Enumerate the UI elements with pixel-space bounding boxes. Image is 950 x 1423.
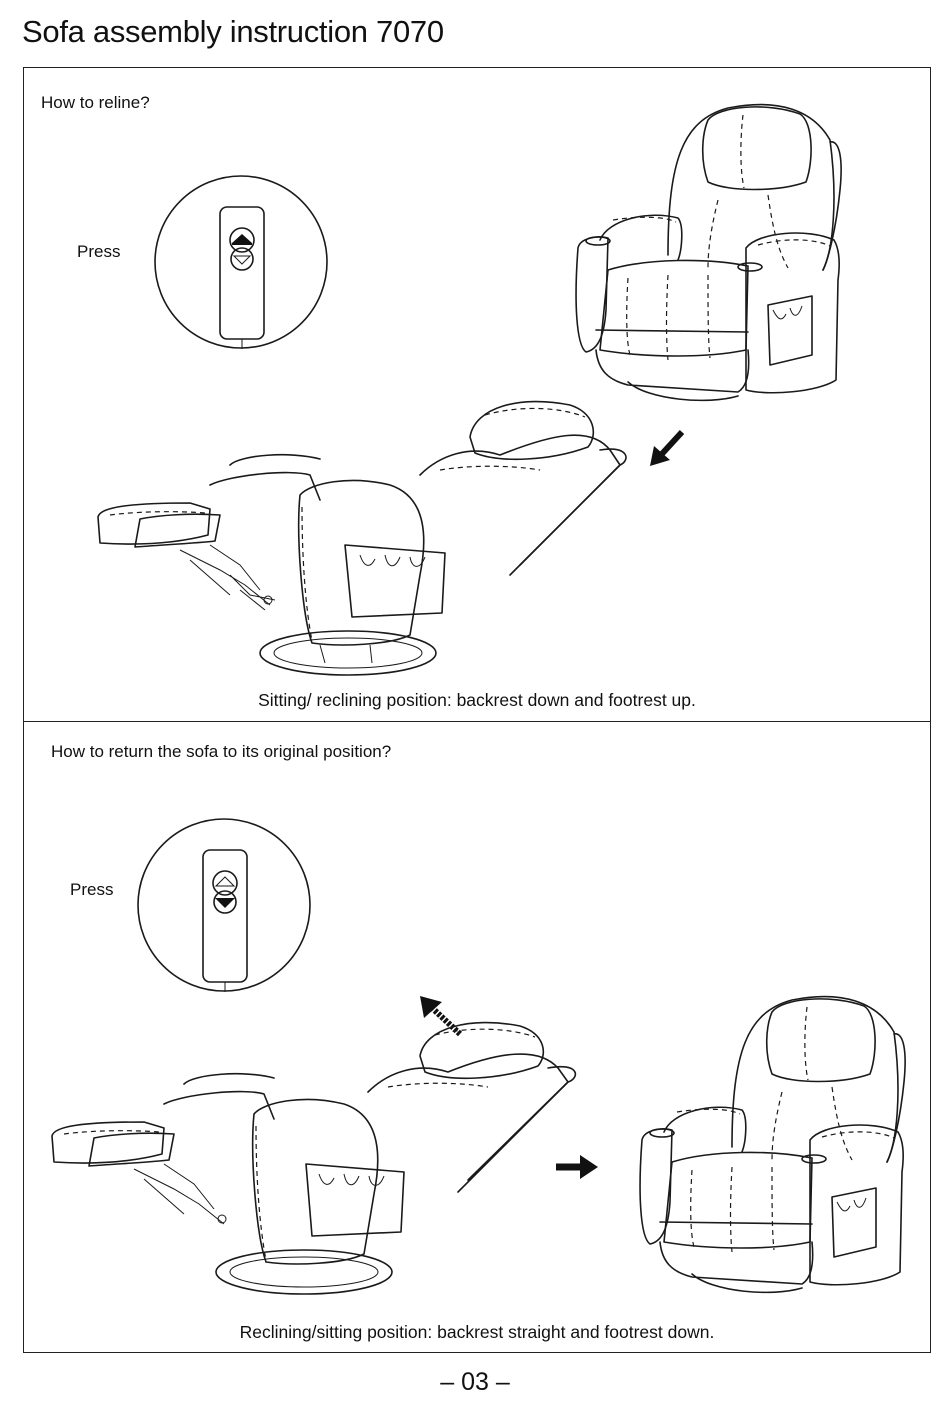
upright-recliner-illustration <box>568 100 848 410</box>
arrow-down-left-icon <box>648 428 688 470</box>
reclined-recliner-illustration <box>90 395 630 685</box>
section2-heading: How to return the sofa to its original p… <box>51 742 391 762</box>
remote-control-icon <box>135 816 313 994</box>
page-title: Sofa assembly instruction 7070 <box>22 14 444 50</box>
section2-press-label: Press <box>70 880 113 900</box>
section1-heading: How to reline? <box>41 93 150 113</box>
page-number: – 03 – <box>0 1368 950 1397</box>
section1-press-label: Press <box>77 242 120 262</box>
section-divider <box>23 721 931 722</box>
section2-caption: Reclining/sitting position: backrest str… <box>23 1322 931 1343</box>
section1-caption: Sitting/ reclining position: backrest do… <box>23 690 931 711</box>
upright-recliner-illustration <box>632 992 912 1302</box>
arrow-right-icon <box>554 1154 600 1180</box>
remote-control-icon <box>152 173 330 351</box>
reclined-recliner-illustration <box>46 1020 586 1305</box>
